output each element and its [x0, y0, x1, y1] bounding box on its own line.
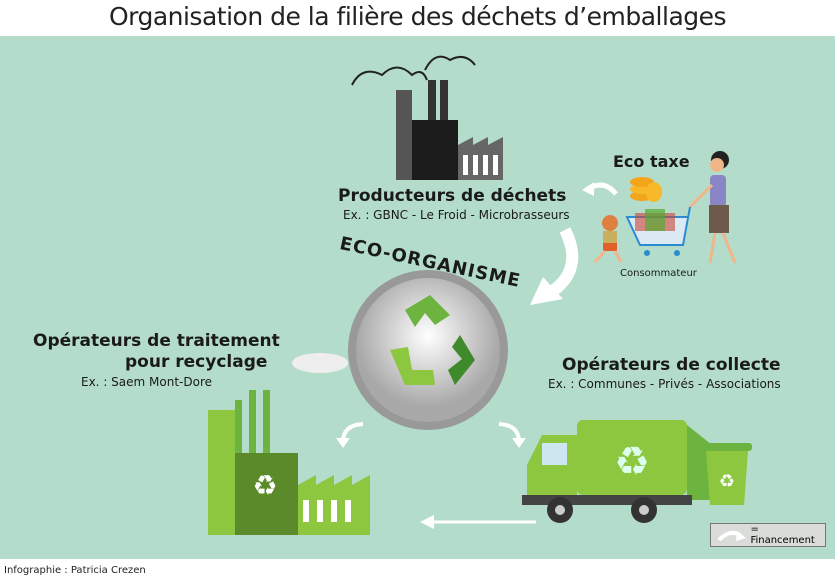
producers-examples: Ex. : GBNC - Le Froid - Microbrasseurs [343, 208, 570, 222]
page-title: Organisation de la filière des déchets d… [108, 2, 727, 31]
legend-label: = Financement [750, 524, 815, 546]
coins-icon [630, 177, 662, 202]
factory-icon [351, 55, 503, 180]
garbage-truck-icon: ♻ ♻ [522, 420, 752, 523]
svg-text:♻: ♻ [252, 469, 277, 502]
financing-arrow-icon [530, 227, 579, 305]
recycling-bin-icon: ♻ [702, 443, 752, 505]
consumer-illustration [593, 151, 737, 264]
financing-arrow-icon [717, 530, 746, 542]
financing-arrow-icon [498, 422, 526, 448]
credit: Infographie : Patricia Crezen [4, 565, 146, 576]
producers-title: Producteurs de déchets [338, 186, 567, 206]
svg-text:♻: ♻ [719, 471, 735, 492]
eco-organisme-emblem [348, 270, 508, 430]
financing-arrow-icon [420, 515, 536, 529]
svg-text:♻: ♻ [614, 439, 650, 485]
speech-cloud-icon [292, 353, 348, 373]
legend: = Financement [710, 523, 826, 547]
collection-title: Opérateurs de collecte [562, 355, 781, 375]
eco-tax-label: Eco taxe [613, 152, 690, 171]
treatment-title-line2: pour recyclage [125, 352, 268, 372]
financing-arrow-icon [582, 182, 618, 196]
recycling-plant-icon: ♻ [208, 390, 370, 535]
treatment-examples: Ex. : Saem Mont-Dore [81, 375, 212, 389]
consumer-label: Consommateur [620, 268, 697, 279]
treatment-title-line1: Opérateurs de traitement [33, 331, 280, 351]
collection-examples: Ex. : Communes - Privés - Associations [548, 377, 781, 391]
recycle-icon [390, 295, 475, 385]
financing-arrow-icon [336, 422, 364, 448]
